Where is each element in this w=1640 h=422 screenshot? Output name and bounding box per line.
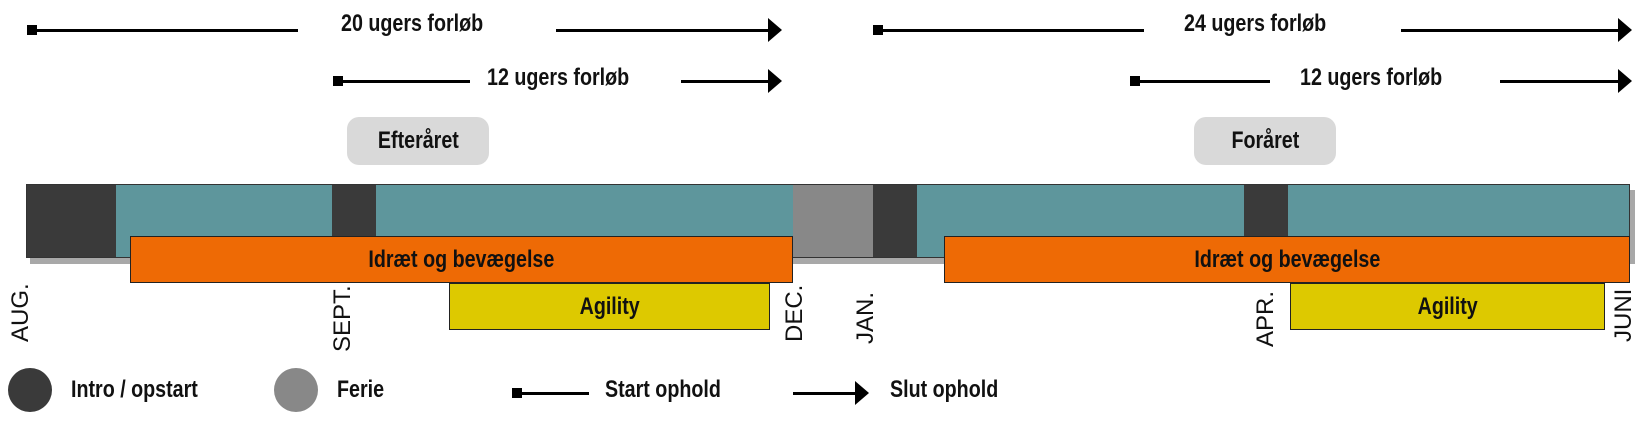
duration-label: 12 ugers forløb [487,64,630,91]
idraet-bar-spring: Idræt og bevægelse [944,236,1630,283]
end-arrowhead-icon [768,18,782,42]
month-label-aug: AUG. [7,283,34,342]
duration-label: 24 ugers forløb [1184,10,1327,37]
legend-label-start: Start ophold [605,376,721,403]
idraet-bar-autumn: Idræt og bevægelse [130,236,793,283]
arrow-line [878,29,1144,32]
agility-bar-autumn: Agility [449,283,770,330]
bar-label: Agility [1417,292,1478,320]
timeline-outline [26,184,1630,258]
bar-label: Agility [579,292,640,320]
season-pill-spring: Foråret [1194,117,1336,165]
season-label: Foråret [1231,127,1299,154]
month-label-dec: DEC. [781,284,808,342]
legend-end-line [793,392,855,395]
bar-label: Idræt og bevægelse [1194,245,1380,273]
season-label: Efteråret [377,127,459,154]
duration-label: 12 ugers forløb [1300,64,1443,91]
ferie-swatch-icon [274,368,318,412]
end-arrowhead-icon [1618,69,1632,93]
arrow-line [1500,80,1618,83]
intro-segment [873,184,917,258]
month-label-jan: JAN. [852,291,879,344]
arrow-line [1135,80,1270,83]
end-arrowhead-icon [768,69,782,93]
ferie-segment [793,184,873,258]
agility-bar-spring: Agility [1290,283,1605,330]
arrow-line [32,29,298,32]
legend-start-line [517,392,589,395]
legend-label-slut: Slut ophold [890,376,999,403]
end-arrowhead-icon [855,381,869,405]
end-arrowhead-icon [1618,18,1632,42]
intro-swatch-icon [8,368,52,412]
season-pill-autumn: Efteråret [347,117,489,165]
duration-label: 20 ugers forløb [341,10,484,37]
month-label-juni: JUNI [1610,288,1637,342]
legend-label-intro: Intro / opstart [71,376,198,403]
arrow-line [338,80,470,83]
bar-label: Idræt og bevægelse [368,245,555,273]
month-label-sept: SEPT. [329,285,356,352]
arrow-line [556,29,768,32]
intro-segment [26,184,116,258]
month-label-apr: APR. [1252,290,1279,347]
arrow-line [1401,29,1618,32]
legend-label-ferie: Ferie [337,376,385,403]
arrow-line [681,80,768,83]
